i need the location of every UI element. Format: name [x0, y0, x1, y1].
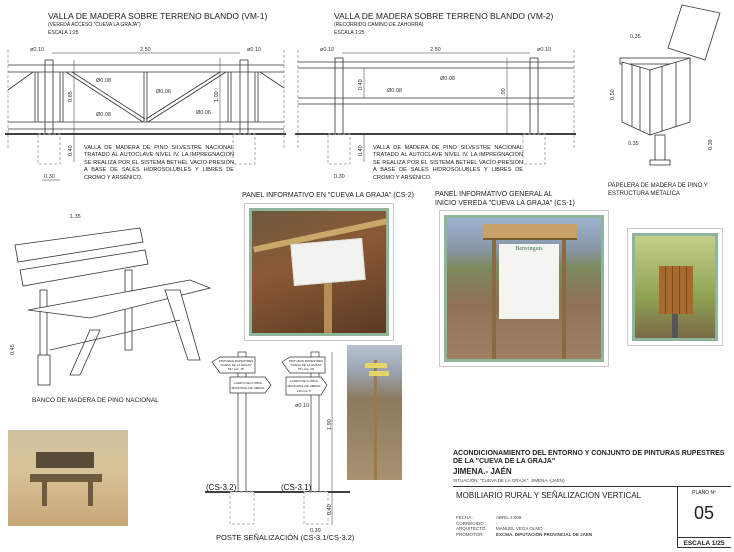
field-value-promoter: EXCMA. DIPUTACION PROVINCIAL DE JAEN [496, 531, 593, 537]
fence-vm1-subtitle: (VEREDA ACCESO "CUEVA LA GRAJA") [48, 22, 141, 28]
bin-photo [627, 228, 723, 346]
field-label: PROMOTOR: [456, 531, 484, 537]
fence-vm1-note: VALLA DE MADERA DE PINO SILVESTRE NACION… [84, 145, 234, 181]
dim-depth: 0.40 [68, 145, 74, 156]
sheet-title: MOBILIARIO RURAL Y SEÑALIZACION VERTICAL [456, 491, 642, 500]
sign-cs31-1-line3: 751 mts. 20' [298, 367, 315, 371]
field-label: ARQUITECTO: [456, 526, 487, 532]
bench-photo [8, 430, 128, 526]
dim-h2: 1.00 [214, 91, 220, 102]
bin-dim-height: 0.50 [610, 89, 616, 100]
signpost-dim-height: 1.90 [327, 419, 333, 430]
bench-drawing: 1.35 0.45 [10, 214, 212, 386]
dim-diag-1: Ø0.08 [96, 78, 111, 84]
panel-cs1-caption-line2: INICIO VEREDA "CUEVA LA GRAJA" (CS-1) [435, 200, 575, 207]
label-cs31: (CS-3.1) [281, 483, 312, 492]
fence-vm2-scale: ESCALA 1:25 [334, 30, 365, 36]
plan-label: PLANO Nº [692, 490, 716, 496]
dim-span: 2.50 [140, 47, 151, 53]
dim-post-left: ø0.10 [320, 47, 334, 53]
dim-depth: 0.40 [358, 145, 364, 156]
bench-dim-height: 0.45 [10, 344, 16, 355]
dim-rail-mid: Ø0.08 [387, 88, 402, 94]
field-label: CORREGIDO : [456, 520, 487, 526]
bin-dim-bottom: 0.35 [628, 141, 639, 147]
location: SITUACIÓN: "CUEVA DE LA GRAJA". JIMENA.-… [453, 478, 565, 483]
bin-caption-line2: ESTRUCTURA METALICA [608, 191, 680, 197]
fence-vm1-scale: ESCALA 1:25 [48, 30, 79, 36]
bin-dim-top: 0.35 [630, 34, 641, 40]
signpost-dim-depth: 0.40 [327, 504, 333, 515]
signpost-drawing: PINTURAS RUPESTRES "CUEVA DE LA GRAJA" 5… [205, 351, 350, 534]
sign-cs32-1-line2: "CUEVA DE LA GRAJA" [220, 363, 252, 367]
dim-post-right: ø0.10 [247, 47, 261, 53]
field-labels: FECHA : CORREGIDO : ARQUITECTO: PROMOTOR… [456, 515, 487, 537]
dim-h1: 0.85 [68, 91, 74, 102]
fence-vm1-drawing: ø0.10 2.50 ø0.10 Ø0.08 Ø0.06 Ø0.08 Ø0.06… [5, 47, 286, 181]
bench-caption: BANCO DE MADERA DE PINO NACIONAL [32, 397, 159, 404]
plan-number: 05 [693, 503, 715, 523]
dim-rail-top: Ø0.08 [440, 76, 455, 82]
bench-dim-length: 1.35 [70, 214, 81, 220]
town-title: JIMENA.- JAÉN [453, 467, 512, 476]
panel-cs1-caption: PANEL INFORMATIVO GENERAL AL INICIO VERE… [435, 190, 575, 208]
panel-cs2-caption: PANEL INFORMATIVO EN "CUEVA LA GRAJA" (C… [242, 192, 414, 199]
sign-cs31-2-line2: MUNICIPAL DE JIMENA [288, 384, 321, 388]
signpost-photo [347, 345, 402, 480]
sign-cs31-1-line1: PINTURAS RUPESTRES [289, 359, 323, 363]
panel-sign-title: Benvinguts [499, 244, 559, 319]
bin-caption-line1: PAPELERA DE MADERA DE PINO Y [608, 183, 708, 189]
dim-h2: .00 [501, 88, 507, 96]
fence-vm2-subtitle: (RECORRIDO CAMINO DE ZAHORRA) [334, 22, 424, 28]
signpost-caption: POSTE SEÑALIZACIÓN (CS-3.1/CS-3.2) [216, 533, 355, 542]
sign-cs32-1-line1: PINTURAS RUPESTRES [219, 359, 253, 363]
panel-cs1-caption-line1: PANEL INFORMATIVO GENERAL AL [435, 191, 553, 198]
title-block: ACONDICIONAMIENTO DEL ENTORNO Y CONJUNTO… [453, 450, 731, 548]
plan-scale: ESCALA 1/25 [677, 537, 731, 547]
project-title: ACONDICIONAMIENTO DEL ENTORNO Y CONJUNTO… [453, 450, 725, 465]
sign-cs31-1-line2: "CUEVA DE LA GRAJA" [290, 363, 322, 367]
sign-cs32-1-line3: 537 mts. 15' [228, 367, 245, 371]
label-cs32: (CS-3.2) [206, 483, 237, 492]
bin-drawing: 0.35 0.50 0.35 0.39 [610, 4, 721, 166]
dim-vert-1: Ø0.06 [156, 89, 171, 95]
signpost-dim-post: ø0.10 [295, 403, 309, 409]
field-label: FECHA : [456, 515, 474, 520]
panel-cs2-photo [244, 203, 394, 341]
dim-vert-2: Ø0.06 [196, 110, 211, 116]
bin-caption: PAPELERA DE MADERA DE PINO Y ESTRUCTURA … [608, 182, 708, 198]
field-value-architect: MANUEL VEGA OLMO [496, 526, 543, 532]
field-value-date: ABRIL 2.009 [496, 515, 522, 520]
sign-cs32-2-line2: MUNICIPAL DE JIMENA [232, 386, 265, 390]
fence-vm2-drawing: ø0.10 2.50 ø0.10 Ø0.08 Ø0.08 0.40 .00 0.… [295, 47, 576, 180]
plan-box [677, 486, 731, 548]
fence-vm2-title: VALLA DE MADERA SOBRE TERRENO BLANDO (VM… [334, 11, 554, 21]
panel-cs1-photo: Benvinguts [439, 210, 609, 367]
dim-rail: Ø0.08 [96, 112, 111, 118]
sign-cs31-2-line3: 210 mts. 5' [297, 389, 312, 393]
dim-span: 2.50 [430, 47, 441, 53]
dim-post-left: ø0.10 [30, 47, 44, 53]
signpost-dim-base: 0.30 [310, 528, 321, 534]
dim-base: 0.30 [44, 174, 55, 180]
fence-vm1-title: VALLA DE MADERA SOBRE TERRENO BLANDO (VM… [48, 11, 268, 21]
sign-cs31-2-line1: CAMPO DE FUTBOL [290, 379, 319, 383]
bin-dim-post: 0.39 [708, 139, 714, 150]
dim-post-right: ø0.10 [537, 47, 551, 53]
fence-vm2-note: VALLA DE MADERA DE PINO SILVESTRE NACION… [373, 145, 523, 181]
dim-base: 0.30 [334, 174, 345, 180]
field-values: ABRIL 2.009 - MANUEL VEGA OLMO EXCMA. DI… [496, 515, 592, 537]
sign-cs32-2-line1: CAMPO DE FUTBOL [234, 381, 263, 385]
field-value-corrected: - [496, 520, 498, 526]
dim-h1: 0.40 [358, 79, 364, 90]
